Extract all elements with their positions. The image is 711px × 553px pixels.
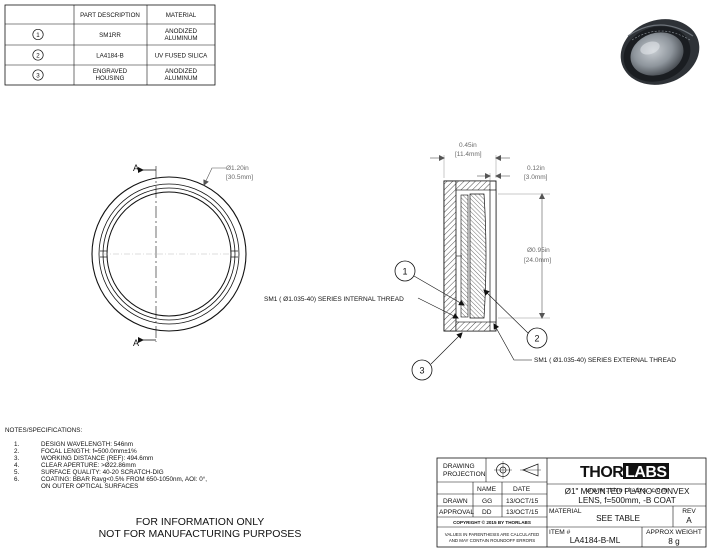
- bom-header-material: MATERIAL: [166, 12, 197, 19]
- callout-2: 2: [534, 334, 539, 344]
- bom-item-1: 1: [36, 32, 40, 39]
- section-width-in: 0.45in: [459, 142, 477, 149]
- section-view: 0.45in [11.4mm] 0.12in [3.0mm] Ø0.95in […: [264, 142, 676, 381]
- note-text-2: FOCAL LENGTH: f=500.0mm±1%: [41, 448, 137, 455]
- approval-date: 13/OCT/15: [506, 509, 539, 516]
- section-label-top: A: [133, 163, 139, 173]
- part-title-2: LENS, f=500mm, -B COAT: [578, 496, 675, 505]
- drawn-date: 13/OCT/15: [506, 498, 539, 505]
- part-title-1: Ø1" MOUNTED PLANO-CONVEX: [565, 487, 690, 496]
- name-header: NAME: [477, 486, 497, 493]
- drawn-name: GG: [482, 498, 492, 505]
- bom-item-2: 2: [36, 53, 40, 60]
- bom-mat-3a: ANODIZED: [165, 68, 198, 75]
- note-num-2: 2.: [14, 448, 20, 455]
- material-label: MATERIAL: [549, 508, 582, 515]
- bom-desc-1: SM1RR: [99, 32, 121, 39]
- bom-mat-3b: ALUMINUM: [164, 75, 197, 82]
- bom-desc-3a: ENGRAVED: [93, 68, 128, 75]
- internal-thread-label: SM1 ( Ø1.035-40) SERIES INTERNAL THREAD: [264, 296, 404, 303]
- values-note-2: AND MAY CONTAIN ROUNDOFF ERRORS: [449, 538, 535, 543]
- note-num-4: 4.: [14, 462, 20, 469]
- section-width-mm: [11.4mm]: [455, 151, 482, 158]
- note-text-1: DESIGN WAVELENGTH: 546nm: [41, 441, 133, 448]
- external-thread-label: SM1 ( Ø1.035-40) SERIES EXTERNAL THREAD: [534, 357, 676, 364]
- note-num-5: 5.: [14, 469, 20, 476]
- bom-mat-1a: ANODIZED: [165, 28, 198, 35]
- note-num-6: 6.: [14, 476, 20, 483]
- note-num-1: 1.: [14, 441, 20, 448]
- drawn-label: DRAWN: [443, 498, 468, 505]
- section-aperture-in: Ø0.95in: [527, 247, 550, 254]
- front-view: A A Ø1.20in [30.5mm]: [91, 163, 253, 348]
- approval-label: APPROVAL: [439, 509, 474, 516]
- note-text-5: SURFACE QUALITY: 40-20 SCRATCH-DIG: [41, 469, 164, 476]
- weight-value: 8 g: [668, 537, 680, 546]
- bom-desc-2: LA4184-B: [96, 53, 124, 60]
- note-text-6b: ON OUTER OPTICAL SURFACES: [41, 483, 138, 490]
- section-lip-in: 0.12in: [527, 165, 545, 172]
- section-lip-mm: [3.0mm]: [524, 174, 548, 181]
- section-aperture-mm: [24.0mm]: [524, 257, 551, 264]
- website: w w w . t h o r l a b s . c o m: [585, 487, 668, 494]
- approval-name: DD: [482, 509, 492, 516]
- callout-3: 3: [419, 366, 424, 376]
- front-diameter-in: Ø1.20in: [226, 165, 249, 172]
- rev-label: REV: [682, 508, 696, 515]
- note-num-3: 3.: [14, 455, 20, 462]
- logo-bold: THOR: [580, 464, 624, 481]
- item-label: ITEM #: [549, 529, 571, 536]
- note-text-3: WORKING DISTANCE (REF): 494.6mm: [41, 455, 153, 462]
- item-value: LA4184-B-ML: [570, 536, 621, 545]
- notes-heading: NOTES/SPECIFICATIONS:: [5, 427, 82, 434]
- bom-header-description: PART DESCRIPTION: [80, 12, 140, 19]
- logo-light: LABS: [625, 464, 667, 481]
- notes-specifications: NOTES/SPECIFICATIONS: 1. DESIGN WAVELENG…: [5, 427, 207, 490]
- bom-mat-2: UV FUSED SILICA: [155, 53, 208, 60]
- bom-item-3: 3: [36, 73, 40, 80]
- date-header: DATE: [513, 486, 531, 493]
- thorlabs-logo: THOR LABS: [580, 463, 669, 481]
- title-block: DRAWING PROJECTION THOR LABS w w w . t h…: [436, 457, 707, 548]
- disclaimer-line-1: FOR INFORMATION ONLY: [136, 516, 265, 528]
- section-label-bottom: A: [133, 338, 139, 348]
- weight-label: APPROX WEIGHT: [646, 529, 702, 536]
- callout-1: 1: [402, 267, 407, 277]
- disclaimer-line-2: NOT FOR MANUFACTURING PURPOSES: [99, 528, 302, 540]
- bom-desc-3b: HOUSING: [96, 75, 125, 82]
- copyright: COPYRIGHT © 2015 BY THORLABS: [453, 519, 531, 525]
- bom-table: PART DESCRIPTION MATERIAL 1 SM1RR ANODIZ…: [4, 4, 216, 86]
- product-render-image: [620, 19, 700, 85]
- projection-label-2: PROJECTION: [443, 471, 486, 478]
- projection-label-1: DRAWING: [443, 463, 475, 470]
- note-text-6: COATING: BBAR Ravg<0.5% FROM 650-1050nm,…: [41, 475, 207, 483]
- front-diameter-mm: [30.5mm]: [226, 174, 253, 181]
- disclaimer: FOR INFORMATION ONLY NOT FOR MANUFACTURI…: [99, 516, 302, 540]
- note-text-4: CLEAR APERTURE: >Ø22.86mm: [41, 462, 136, 469]
- values-note-1: VALUES IN PARENTHESIS ARE CALCULATED: [445, 532, 539, 537]
- third-angle-projection-icon: [494, 461, 541, 479]
- material-value: SEE TABLE: [596, 514, 640, 523]
- rev-value: A: [686, 516, 692, 525]
- bom-mat-1b: ALUMINUM: [164, 35, 197, 42]
